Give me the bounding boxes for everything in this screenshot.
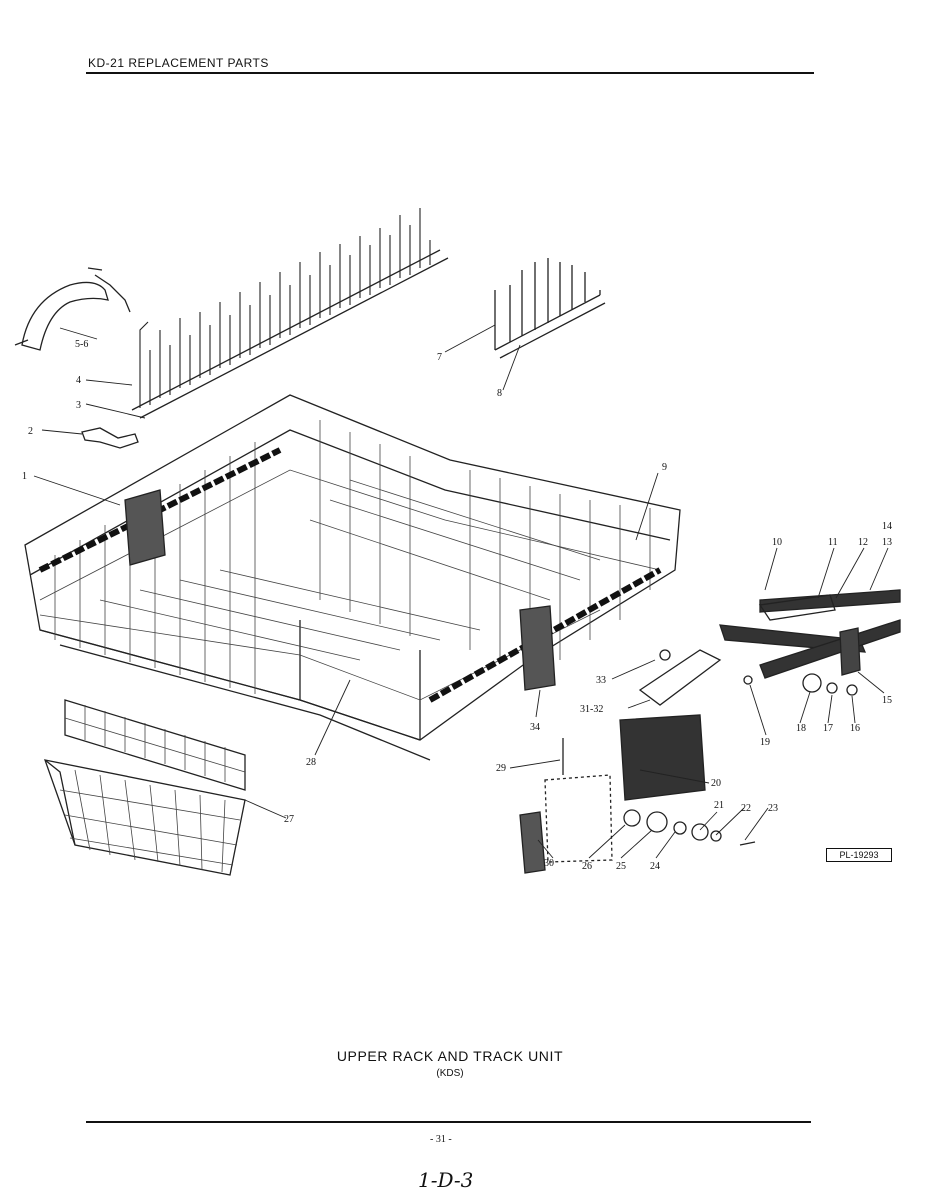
callout-19: 19 — [760, 737, 770, 748]
leader-lines — [33, 324, 889, 859]
track-assembly — [519, 589, 901, 706]
diagram-title: UPPER RACK AND TRACK UNIT — [336, 1048, 564, 1064]
callout-20: 20 — [711, 778, 721, 789]
callout-29: 29 — [496, 763, 506, 774]
callout-25: 25 — [616, 861, 626, 872]
header-rule — [86, 72, 814, 74]
callout-9: 9 — [662, 462, 667, 473]
callout-22: 22 — [741, 803, 751, 814]
callout-2: 2 — [28, 426, 33, 437]
clip-part-2 — [81, 427, 139, 449]
callout-21: 21 — [714, 800, 724, 811]
callout-30: 30 — [544, 858, 554, 869]
callout-3: 3 — [76, 400, 81, 411]
callout-7: 7 — [437, 352, 442, 363]
callout-28: 28 — [306, 757, 316, 768]
callout-31-32: 31-32 — [580, 704, 603, 715]
callout-34: 34 — [530, 722, 540, 733]
callout-33: 33 — [596, 675, 606, 686]
callout-16: 16 — [850, 723, 860, 734]
callout-26: 26 — [582, 861, 592, 872]
callout-23: 23 — [768, 803, 778, 814]
page-header-title: KD-21 REPLACEMENT PARTS — [88, 56, 269, 70]
tine-row-4 — [131, 208, 449, 419]
drawing-reference-number: PL-19293 — [826, 848, 892, 862]
callout-5-6: 5-6 — [75, 339, 88, 350]
silverware-basket-27 — [44, 699, 246, 876]
callout-14: 14 — [882, 521, 892, 532]
handwritten-note: 1-D-3 — [418, 1168, 474, 1192]
callout-1: 1 — [22, 471, 27, 482]
callout-8: 8 — [497, 388, 502, 399]
footer-rule — [86, 1121, 811, 1123]
clip-part-5-6 — [14, 267, 131, 351]
callout-12: 12 — [858, 537, 868, 548]
callout-24: 24 — [650, 861, 660, 872]
tine-row-7 — [494, 258, 606, 359]
callout-18: 18 — [796, 723, 806, 734]
bottom-track-20 — [519, 714, 756, 874]
callout-10: 10 — [772, 537, 782, 548]
page-number: - 31 - — [430, 1134, 452, 1145]
callout-labels: 5-6 4 3 2 1 7 8 9 14 10 11 12 13 33 31-3… — [22, 339, 892, 872]
callout-17: 17 — [823, 723, 833, 734]
callout-11: 11 — [828, 537, 838, 548]
callout-13: 13 — [882, 537, 892, 548]
callout-4: 4 — [76, 375, 81, 386]
diagram-subtitle: (KDS) — [436, 1068, 464, 1079]
callout-15: 15 — [882, 695, 892, 706]
callout-27: 27 — [284, 814, 294, 825]
